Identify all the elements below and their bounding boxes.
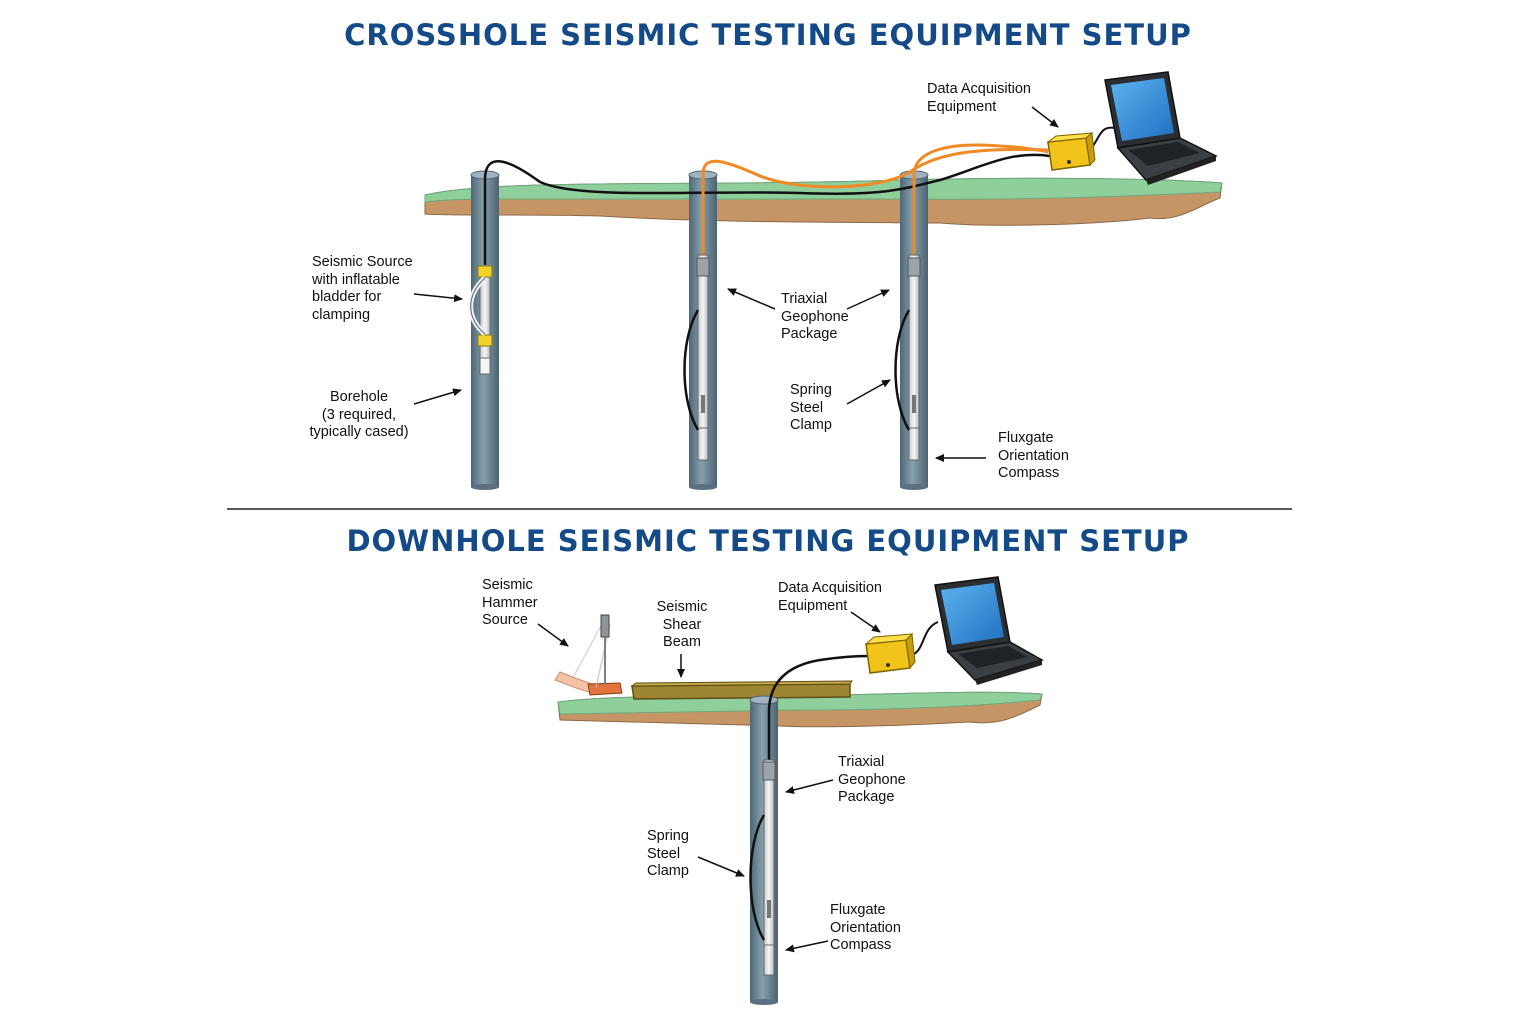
crosshole-geophone-probe-1: [683, 254, 710, 461]
crosshole-laptop: [1104, 71, 1218, 185]
crosshole-geophone-label: Triaxial Geophone Package: [781, 291, 849, 342]
crosshole-daq-box: [1046, 132, 1096, 171]
geophone-cable-1: [701, 147, 1049, 255]
crosshole-title: CROSSHOLE SEISMIC TESTING EQUIPMENT SETU…: [344, 18, 1192, 52]
crosshole-data-acquisition-label: Data Acquisition Equipment: [927, 81, 1031, 115]
source-cable: [483, 153, 1051, 265]
downhole-laptop: [934, 576, 1044, 685]
downhole-daq-laptop-cable: [911, 621, 939, 656]
crosshole-compass-label: Fluxgate Orientation Compass: [998, 430, 1069, 481]
callout-arrows: [413, 106, 1059, 953]
seismic-hammer-source: [554, 614, 623, 696]
shear-beam-label: Seismic Shear Beam: [656, 599, 708, 650]
seismic-shear-beam: [630, 680, 853, 700]
hammer-source-label: Seismic Hammer Source: [482, 577, 538, 628]
downhole-compass-label: Fluxgate Orientation Compass: [830, 902, 901, 953]
seismic-source-probe: [468, 265, 493, 375]
crosshole-geophone-probe-2: [894, 254, 921, 461]
downhole-cable: [767, 654, 869, 760]
geophone-cable-2: [912, 143, 1049, 255]
downhole-data-acquisition-label: Data Acquisition Equipment: [778, 580, 882, 614]
borehole-label: Borehole (3 required, typically cased): [309, 389, 409, 440]
crosshole-ground: [424, 177, 1223, 226]
downhole-geophone-probe: [749, 759, 776, 976]
crosshole-spring-clamp-label: Spring Steel Clamp: [790, 382, 832, 433]
downhole-geophone-label: Triaxial Geophone Package: [838, 754, 906, 805]
downhole-daq-box: [864, 632, 916, 674]
seismic-source-label: Seismic Source with inflatable bladder f…: [312, 254, 413, 323]
downhole-spring-clamp-label: Spring Steel Clamp: [647, 828, 689, 879]
downhole-title: DOWNHOLE SEISMIC TESTING EQUIPMENT SETUP: [346, 524, 1190, 558]
